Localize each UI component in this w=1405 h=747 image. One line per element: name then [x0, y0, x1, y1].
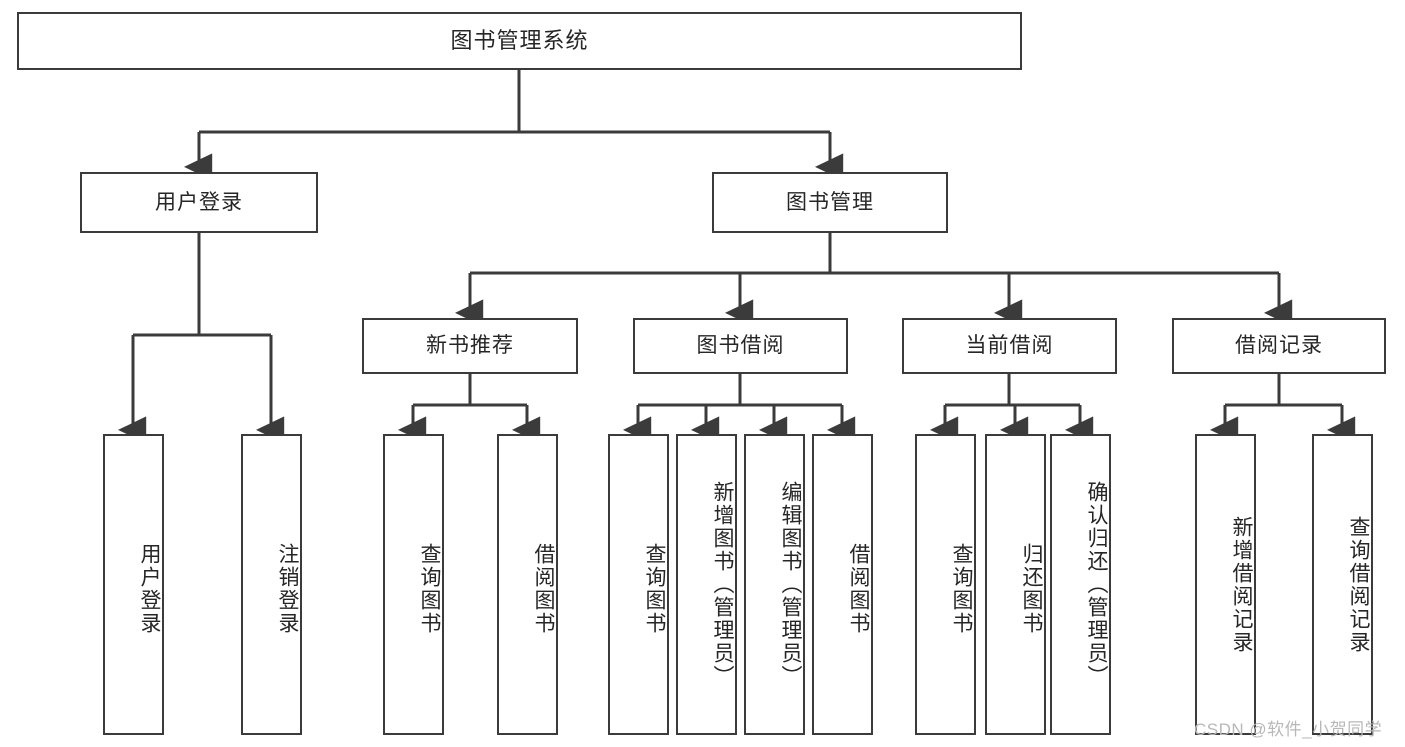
leaf-current-borrow-return-book[interactable]: 归还图书	[985, 434, 1046, 735]
node-root-book-management-system[interactable]: 图书管理系统	[17, 12, 1022, 70]
leaf-current-borrow-query-book[interactable]: 查询图书	[915, 434, 976, 735]
leaf-book-borrow-edit-book-admin[interactable]: 编辑图书（管理员）	[744, 434, 805, 735]
node-new-book-recommend[interactable]: 新书推荐	[362, 318, 578, 374]
leaf-book-borrow-borrow-book[interactable]: 借阅图书	[812, 434, 873, 735]
leaf-new-book-borrow-book[interactable]: 借阅图书	[497, 434, 558, 735]
leaf-user-login-logout[interactable]: 注销登录	[241, 434, 302, 735]
leaf-current-borrow-confirm-return-admin[interactable]: 确认归还（管理员）	[1050, 434, 1111, 735]
csdn-watermark: CSDN @软件_小贺同学	[1194, 720, 1383, 739]
node-user-login[interactable]: 用户登录	[80, 172, 318, 233]
leaf-borrow-record-query-record[interactable]: 查询借阅记录	[1312, 434, 1373, 735]
node-borrow-record[interactable]: 借阅记录	[1172, 318, 1386, 374]
node-book-management[interactable]: 图书管理	[712, 172, 948, 233]
leaf-borrow-record-add-record[interactable]: 新增借阅记录	[1195, 434, 1256, 735]
leaf-user-login-login[interactable]: 用户登录	[103, 434, 164, 735]
leaf-new-book-query-book[interactable]: 查询图书	[383, 434, 444, 735]
leaf-book-borrow-add-book-admin[interactable]: 新增图书（管理员）	[676, 434, 737, 735]
node-book-borrow[interactable]: 图书借阅	[633, 318, 848, 374]
leaf-book-borrow-query-book[interactable]: 查询图书	[608, 434, 669, 735]
node-current-borrow[interactable]: 当前借阅	[902, 318, 1117, 374]
